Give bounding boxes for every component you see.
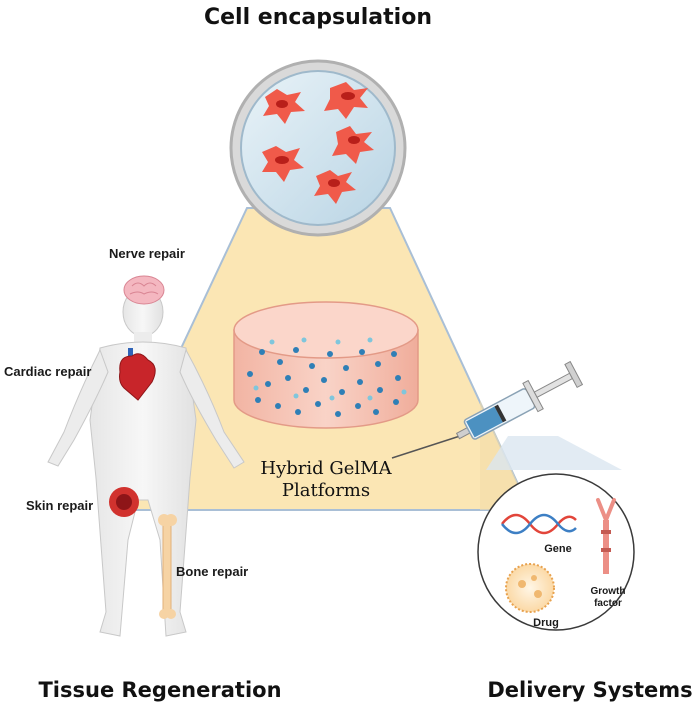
label-gene: Gene: [544, 543, 572, 555]
syringe-icon: [391, 360, 584, 459]
label-drug: Drug: [533, 617, 559, 629]
cell-icon-4: [262, 146, 304, 182]
cell-icon-5: [314, 170, 356, 204]
label-bone-repair: Bone repair: [176, 564, 248, 579]
human-body-icon: [47, 275, 245, 637]
skin-wound-icon: [109, 487, 139, 517]
label-factor: factor: [594, 598, 622, 609]
label-skin-repair: Skin repair: [26, 498, 93, 513]
drug-liposome-icon: [505, 563, 555, 613]
title-tissue-regeneration: Tissue Regeneration: [38, 678, 281, 702]
title-cell-encapsulation: Cell encapsulation: [204, 5, 432, 30]
label-growth: Growth: [591, 586, 626, 597]
center-label-line2: Platforms: [282, 480, 370, 501]
title-delivery-systems: Delivery Systems: [487, 678, 692, 702]
cell-icon-3: [332, 126, 374, 164]
center-label-line1: Hybrid GelMA: [260, 458, 392, 479]
label-nerve-repair: Nerve repair: [109, 246, 185, 261]
growth-factor-icon: [596, 498, 616, 574]
heart-icon: [119, 348, 156, 401]
cell-icon-2: [324, 82, 368, 119]
brain-icon: [123, 275, 165, 305]
hydrogel-disc-icon: [233, 301, 419, 429]
label-cardiac-repair: Cardiac repair: [4, 364, 91, 379]
dna-icon: [501, 513, 577, 535]
bone-icon: [158, 514, 177, 619]
cell-icon-1: [263, 89, 305, 124]
petri-dish-icon: [229, 59, 407, 237]
